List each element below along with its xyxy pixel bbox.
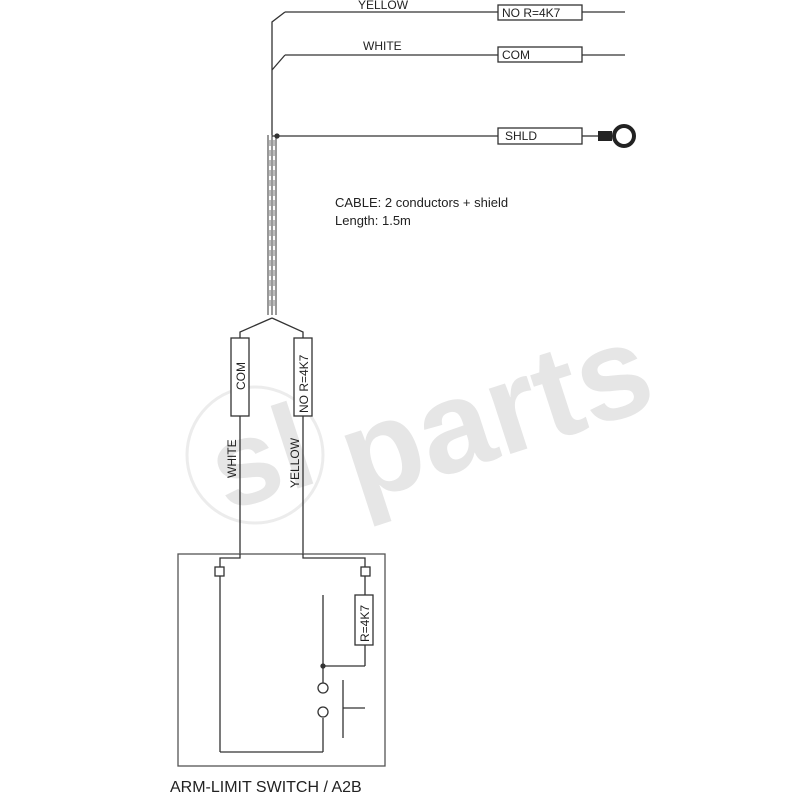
watermark: sl parts (185, 293, 668, 536)
top-wire-yellow-label: YELLOW (358, 0, 409, 12)
top-wire-shield (272, 127, 598, 145)
watermark-circle-icon (185, 385, 325, 525)
cable-note-line2: Length: 1.5m (335, 213, 411, 228)
top-wire-yellow (285, 4, 625, 21)
bottom-wire-white-label: WHITE (225, 439, 239, 478)
terminal-right-icon (360, 566, 371, 577)
resistor-label: R=4K7 (358, 605, 372, 642)
watermark-word: parts (321, 293, 668, 530)
ring-terminal-icon (598, 124, 636, 148)
bottom-terminal-no-label: NO R=4K7 (297, 354, 311, 413)
terminal-left-icon (214, 566, 225, 577)
switch-box (177, 553, 386, 767)
switch-title: ARM-LIMIT SWITCH / A2B (170, 779, 362, 796)
cable-split (239, 317, 304, 338)
bottom-wire-white (230, 337, 250, 558)
switch-contact-lower-icon (317, 706, 329, 718)
top-terminal-shld-label: SHLD (505, 129, 537, 143)
resistor-icon (354, 594, 374, 646)
switch-contact-upper-icon (317, 682, 329, 694)
bottom-terminal-com-label: COM (234, 362, 248, 390)
top-wire-white (285, 46, 625, 63)
top-terminal-com-label: COM (502, 48, 530, 62)
top-terminal-no-label: NO R=4K7 (502, 6, 561, 20)
cable-note-line1: CABLE: 2 conductors + shield (335, 195, 508, 210)
bottom-wire-yellow (293, 337, 313, 558)
cable-vertical (267, 11, 286, 315)
bottom-wire-yellow-label: YELLOW (288, 437, 302, 488)
top-wire-white-label: WHITE (363, 39, 402, 53)
